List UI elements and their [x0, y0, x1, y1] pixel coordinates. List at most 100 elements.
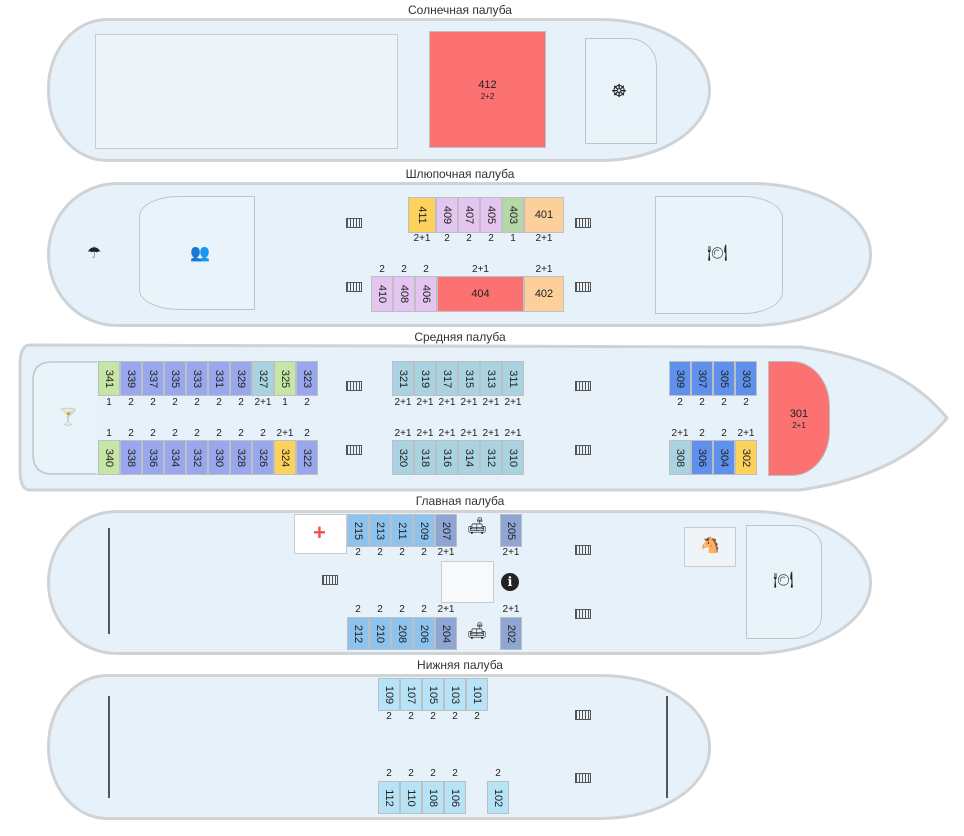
cabin-301[interactable]: 301 2+1 [768, 361, 830, 476]
cabin-305[interactable]: 305 [713, 361, 735, 396]
cabin-406[interactable]: 406 [415, 276, 437, 312]
cabin-322[interactable]: 322 [296, 440, 318, 475]
stairs-icon[interactable] [346, 445, 362, 455]
cabin-333[interactable]: 333 [186, 361, 208, 396]
cabin-302[interactable]: 302 [735, 440, 757, 475]
cabin-404[interactable]: 404 [437, 276, 524, 312]
cabin-310[interactable]: 310 [502, 440, 524, 475]
stairs-icon[interactable] [346, 282, 362, 292]
cabin-318[interactable]: 318 [414, 440, 436, 475]
cabin-202[interactable]: 202 [500, 617, 522, 650]
cabin-206[interactable]: 206 [413, 617, 435, 650]
cabin-325[interactable]: 325 [274, 361, 296, 396]
cabin-number: 320 [396, 448, 409, 467]
cabin-capacity: 2 [743, 397, 749, 408]
stairs-icon[interactable] [322, 575, 338, 585]
cabin-409[interactable]: 409 [436, 197, 458, 233]
medical-room [294, 514, 347, 554]
cabin-108[interactable]: 108 [422, 781, 444, 814]
cabin-204[interactable]: 204 [435, 617, 457, 650]
cabin-306[interactable]: 306 [691, 440, 713, 475]
cabin-337[interactable]: 337 [142, 361, 164, 396]
cabin-320[interactable]: 320 [392, 440, 414, 475]
stairs-icon[interactable] [575, 445, 591, 455]
cabin-304[interactable]: 304 [713, 440, 735, 475]
stairs-icon[interactable] [575, 773, 591, 783]
cabin-213[interactable]: 213 [369, 514, 391, 547]
cabin-102[interactable]: 102 [487, 781, 509, 814]
stairs-icon[interactable] [575, 609, 591, 619]
stairs-icon[interactable] [575, 381, 591, 391]
cabin-327[interactable]: 327 [252, 361, 274, 396]
cabin-311[interactable]: 311 [502, 361, 524, 396]
stairs-icon[interactable] [346, 381, 362, 391]
cabin-412[interactable]: 412 2+2 [429, 31, 546, 148]
cabin-402[interactable]: 402 [524, 276, 564, 312]
cabin-103[interactable]: 103 [444, 678, 466, 711]
cabin-number: 339 [124, 369, 137, 388]
cabin-323[interactable]: 323 [296, 361, 318, 396]
cabin-317[interactable]: 317 [436, 361, 458, 396]
cabin-408[interactable]: 408 [393, 276, 415, 312]
cabin-106[interactable]: 106 [444, 781, 466, 814]
cabin-number: 322 [300, 448, 313, 467]
cabin-407[interactable]: 407 [458, 197, 480, 233]
cabin-capacity: 2 [194, 397, 200, 408]
cabin-109[interactable]: 109 [378, 678, 400, 711]
cabin-321[interactable]: 321 [392, 361, 414, 396]
cabin-338[interactable]: 338 [120, 440, 142, 475]
cabin-332[interactable]: 332 [186, 440, 208, 475]
cabin-210[interactable]: 210 [369, 617, 391, 650]
cabin-326[interactable]: 326 [252, 440, 274, 475]
stairs-icon[interactable] [575, 710, 591, 720]
cabin-211[interactable]: 211 [391, 514, 413, 547]
cabin-215[interactable]: 215 [347, 514, 369, 547]
info-icon[interactable]: ℹ [501, 573, 519, 591]
cabin-208[interactable]: 208 [391, 617, 413, 650]
cabin-107[interactable]: 107 [400, 678, 422, 711]
cabin-205[interactable]: 205 [500, 514, 522, 547]
cabin-313[interactable]: 313 [480, 361, 502, 396]
cabin-capacity: 2 [379, 264, 385, 275]
cabin-312[interactable]: 312 [480, 440, 502, 475]
stairs-icon[interactable] [575, 218, 591, 228]
cabin-316[interactable]: 316 [436, 440, 458, 475]
cabin-212[interactable]: 212 [347, 617, 369, 650]
cabin-319[interactable]: 319 [414, 361, 436, 396]
cabin-411[interactable]: 411 [408, 197, 436, 233]
cabin-101[interactable]: 101 [466, 678, 488, 711]
cabin-number: 338 [124, 448, 137, 467]
cabin-403[interactable]: 403 [502, 197, 524, 233]
cabin-405[interactable]: 405 [480, 197, 502, 233]
cabin-329[interactable]: 329 [230, 361, 252, 396]
stairs-icon[interactable] [575, 282, 591, 292]
cabin-307[interactable]: 307 [691, 361, 713, 396]
cabin-315[interactable]: 315 [458, 361, 480, 396]
cabin-324[interactable]: 324 [274, 440, 296, 475]
stairs-icon[interactable] [346, 218, 362, 228]
cabin-112[interactable]: 112 [378, 781, 400, 814]
cabin-303[interactable]: 303 [735, 361, 757, 396]
cabin-110[interactable]: 110 [400, 781, 422, 814]
cabin-341[interactable]: 341 [98, 361, 120, 396]
cabin-335[interactable]: 335 [164, 361, 186, 396]
cabin-314[interactable]: 314 [458, 440, 480, 475]
cabin-309[interactable]: 309 [669, 361, 691, 396]
cabin-336[interactable]: 336 [142, 440, 164, 475]
cabin-334[interactable]: 334 [164, 440, 186, 475]
cabin-209[interactable]: 209 [413, 514, 435, 547]
stairs-icon[interactable] [575, 545, 591, 555]
cabin-330[interactable]: 330 [208, 440, 230, 475]
cabin-308[interactable]: 308 [669, 440, 691, 475]
cabin-410[interactable]: 410 [371, 276, 393, 312]
cabin-339[interactable]: 339 [120, 361, 142, 396]
cabin-331[interactable]: 331 [208, 361, 230, 396]
cabin-401[interactable]: 401 [524, 197, 564, 233]
cabin-207[interactable]: 207 [435, 514, 457, 547]
cabin-328[interactable]: 328 [230, 440, 252, 475]
cabin-340[interactable]: 340 [98, 440, 120, 475]
cabin-capacity: 2+1 [482, 397, 500, 408]
cabin-105[interactable]: 105 [422, 678, 444, 711]
cabin-capacity: 1 [510, 233, 516, 244]
cabin-number: 210 [373, 624, 386, 643]
